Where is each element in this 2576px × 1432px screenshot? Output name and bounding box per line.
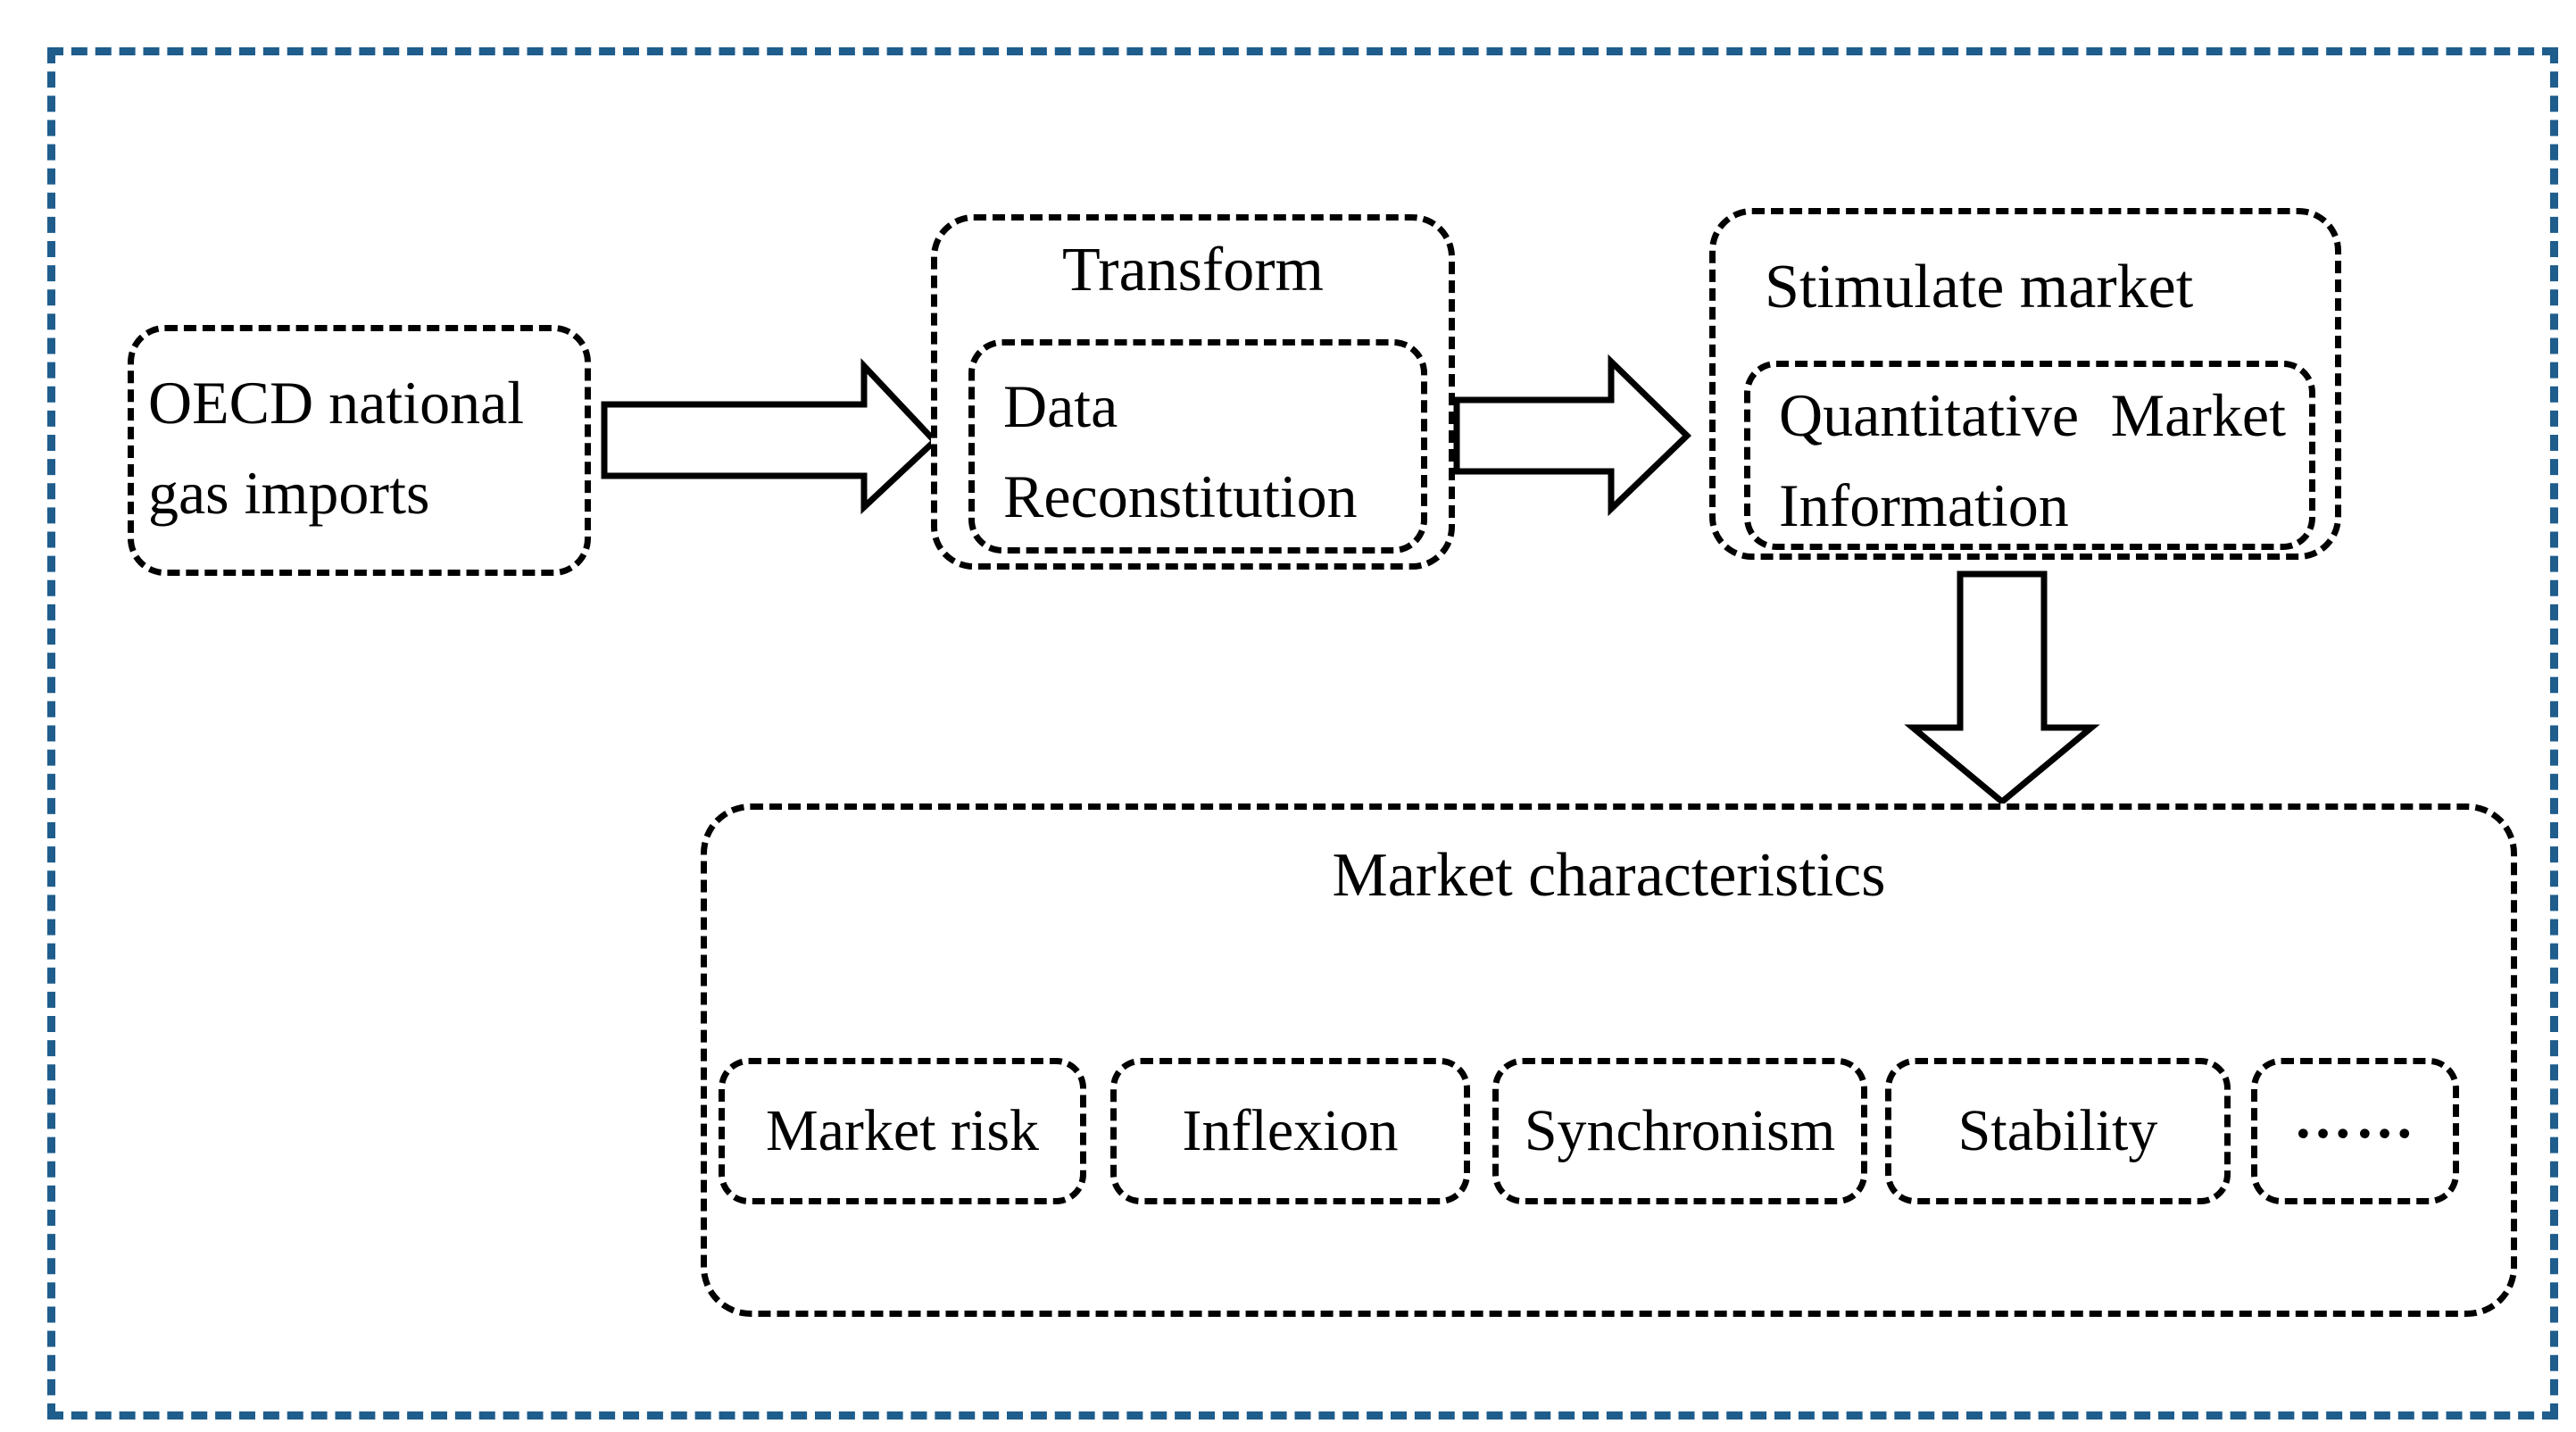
- quantitative-market-info-label: Quantitative Market Information: [1779, 381, 2286, 539]
- quantitative-market-info-box: Quantitative Market Information: [1744, 361, 2315, 550]
- market-characteristics-box: Market characteristics Market risk Infle…: [701, 803, 2517, 1317]
- stability-box: Stability: [1885, 1058, 2231, 1204]
- oecd-gas-imports-label: OECD national gas imports: [148, 369, 525, 527]
- ellipsis-box: ……: [2251, 1058, 2459, 1204]
- ellipsis-label: ……: [2293, 1086, 2417, 1151]
- data-reconstitution-label: Data Reconstitution: [1003, 372, 1358, 530]
- flow-arrow-right-2-icon: [1453, 354, 1692, 517]
- market-risk-label: Market risk: [765, 1098, 1040, 1163]
- market-risk-box: Market risk: [719, 1058, 1086, 1204]
- data-reconstitution-box: Data Reconstitution: [968, 339, 1427, 554]
- transform-box: Transform Data Reconstitution: [931, 214, 1455, 570]
- inflexion-label: Inflexion: [1182, 1098, 1399, 1163]
- synchronism-label: Synchronism: [1524, 1098, 1836, 1163]
- market-characteristics-title: Market characteristics: [1332, 841, 1886, 910]
- oecd-gas-imports-box: OECD national gas imports: [128, 325, 591, 576]
- outer-frame: [47, 47, 2558, 1420]
- transform-title: Transform: [1062, 236, 1324, 304]
- stability-label: Stability: [1957, 1098, 2158, 1163]
- stimulate-market-title: Stimulate market: [1765, 253, 2194, 321]
- flow-arrow-right-1-icon: [601, 358, 939, 515]
- synchronism-box: Synchronism: [1492, 1058, 1867, 1204]
- inflexion-box: Inflexion: [1110, 1058, 1470, 1204]
- flow-arrow-down-icon: [1904, 570, 2100, 806]
- stimulate-market-box: Stimulate market Quantitative Market Inf…: [1709, 208, 2341, 560]
